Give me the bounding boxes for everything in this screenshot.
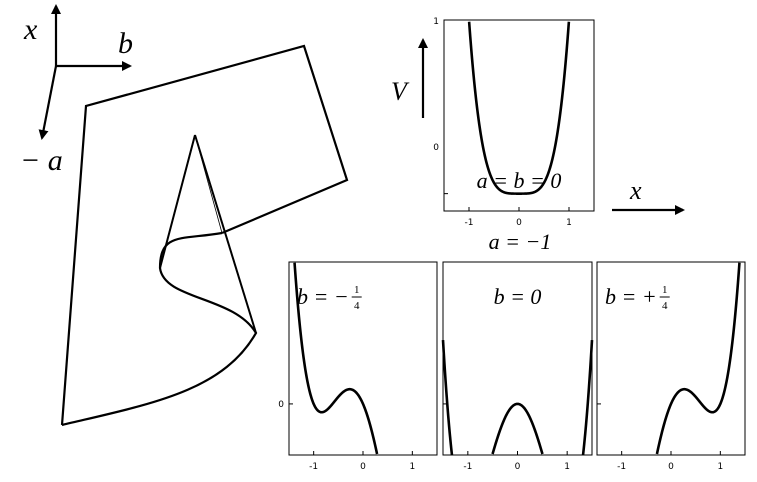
panel-3-x-tick-label: 0	[668, 462, 674, 472]
y-tick-label-0: 0	[278, 400, 284, 410]
top-condition-label: a = b = 0	[477, 168, 562, 193]
top-x-tick-label: 1	[566, 218, 572, 228]
surface-outline	[60, 44, 349, 426]
cusp-hidden-line	[194, 134, 223, 234]
axis-triad: x b − a	[20, 4, 133, 177]
bottom-panel-3: -1 0 1 b = + 1 4	[596, 261, 746, 472]
top-potential-curve	[467, 21, 571, 195]
frac-denominator: 4	[354, 300, 360, 312]
top-y-tick-1: 1	[433, 17, 439, 27]
cusp-edge-left	[159, 134, 196, 269]
bottom-potential-panels: 0 -1 0 1 b = − 1 4 -1 0 1 b = 0 -1 0 1 b = + 1 4	[278, 261, 746, 472]
top-y-tick-0: 0	[433, 143, 439, 153]
frac-numerator: 1	[354, 284, 360, 296]
top-x-tick-labels: -1 0 1	[444, 193, 572, 228]
cusp-edge-right	[194, 134, 257, 334]
panel-1-x-tick-label: -1	[309, 462, 318, 472]
fold-curve	[61, 231, 258, 427]
top-x-tick-label: 0	[516, 218, 522, 228]
bottom-panel-2: -1 0 1 b = 0	[441, 261, 594, 472]
x-direction: x	[612, 176, 685, 215]
minus-a-axis-label: − a	[20, 144, 63, 177]
x-axis-label: x	[23, 13, 38, 46]
minus-a-axis-arrow	[38, 65, 58, 140]
potential-curve	[441, 339, 594, 456]
bottom-panel-1: 0 -1 0 1 b = − 1 4	[278, 261, 438, 472]
panel-b-label: b = −	[297, 284, 349, 309]
panel-3-x-tick-label: 1	[717, 462, 723, 472]
top-x-tick-label: -1	[465, 218, 474, 228]
panel-1-x-tick-label: 0	[360, 462, 366, 472]
x-direction-label: x	[629, 176, 642, 205]
panel-b-label: b = 0	[494, 284, 542, 309]
panel-2-x-tick-label: 0	[515, 462, 521, 472]
panel-2-x-tick-label: 1	[564, 462, 570, 472]
b-axis-label: b	[118, 27, 133, 60]
panel-b-label: b = +	[605, 284, 657, 309]
top-potential-plot: V 1 0 -1 0 1 a = b = 0	[391, 17, 595, 228]
frac-denominator: 4	[662, 300, 668, 312]
bottom-condition-label: a = −1	[489, 229, 552, 254]
panel-2-x-tick-label: -1	[463, 462, 472, 472]
panel-1-x-tick-label: 1	[409, 462, 415, 472]
panel-3-x-tick-label: -1	[617, 462, 626, 472]
frac-numerator: 1	[662, 284, 668, 296]
potential-curve	[293, 262, 379, 455]
cusp-surface	[60, 44, 349, 427]
potential-curve	[655, 262, 741, 455]
v-axis-label: V	[391, 77, 410, 106]
